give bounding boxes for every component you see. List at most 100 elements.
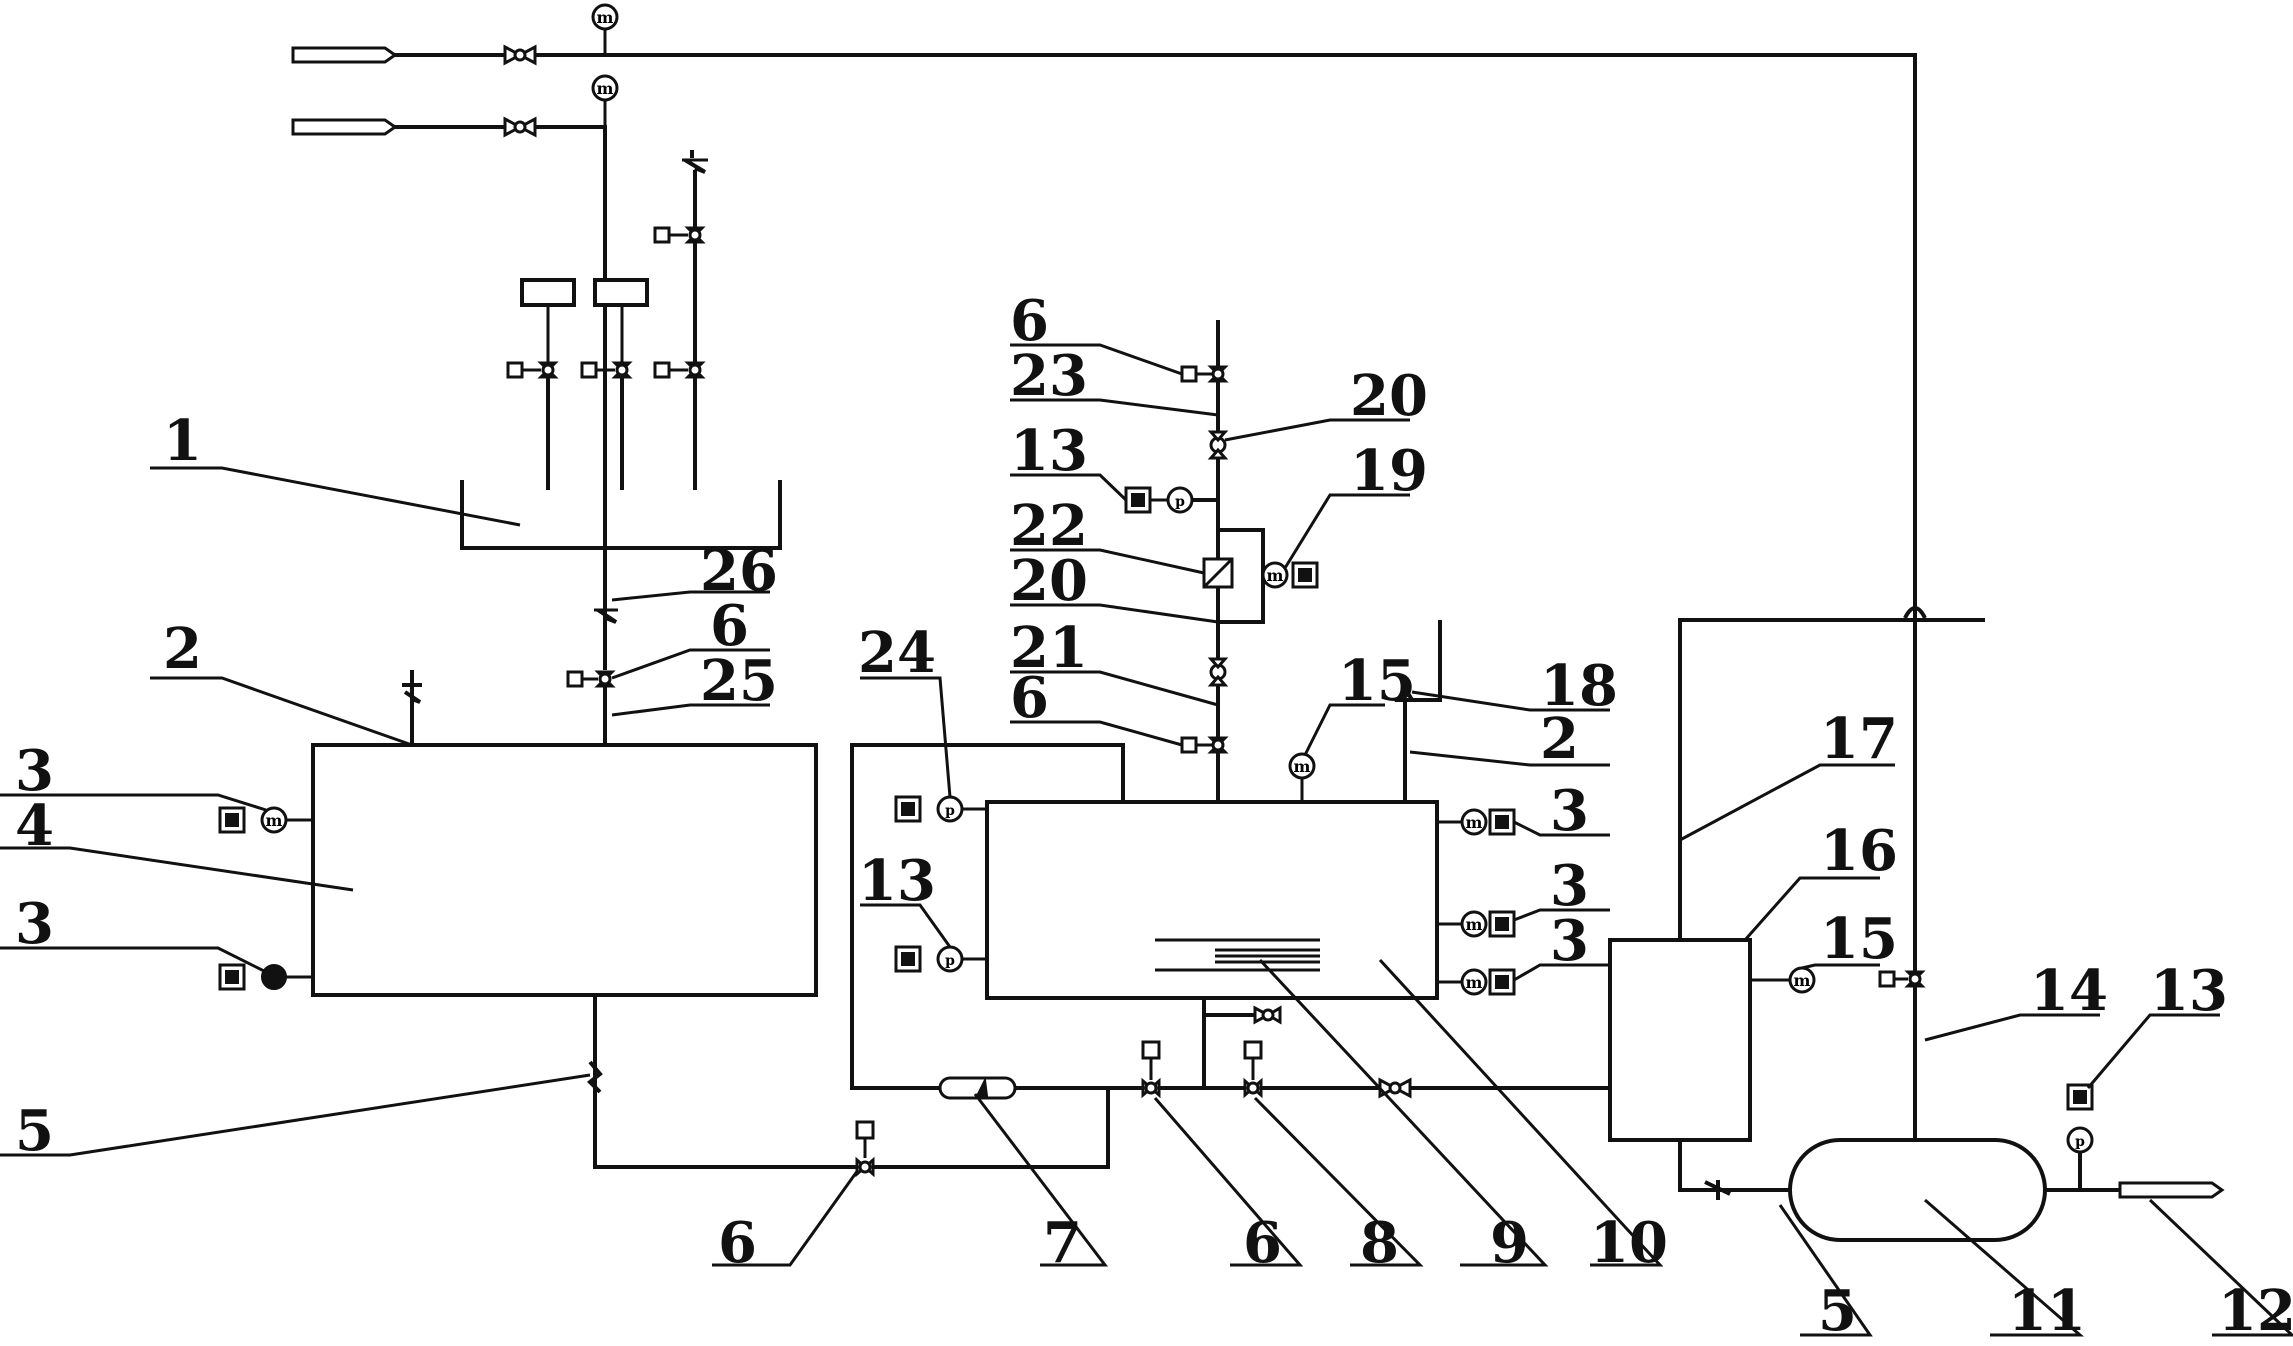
- solenoid-valve-drop-1: [653, 226, 706, 244]
- solenoid-valve-left-2: [580, 361, 633, 379]
- solenoid-valve-6-stack-top: [1180, 365, 1229, 383]
- label-22: 22: [1010, 493, 1088, 559]
- ball-valve-second: [503, 116, 537, 138]
- label-5-right: 5: [1818, 1278, 1857, 1344]
- label-12: 12: [2218, 1278, 2293, 1344]
- inlet-nozzle-second: [291, 118, 398, 136]
- svg-text:m: m: [1267, 566, 1284, 585]
- ball-valve-drain: [1253, 1005, 1282, 1025]
- label-5-left: 5: [15, 1098, 54, 1164]
- pressure-gauge-second: m: [591, 74, 619, 102]
- breather-2-left: [402, 683, 422, 704]
- solenoid-valve-drop-2: [653, 361, 706, 379]
- label-8: 8: [1360, 1210, 1399, 1276]
- ball-valve-line: [1378, 1077, 1412, 1099]
- inlet-nozzles: [291, 46, 2225, 1199]
- heating-coil-9: [1155, 938, 1320, 972]
- label-17: 17: [1820, 706, 1898, 772]
- label-7: 7: [1043, 1210, 1082, 1276]
- label-24: 24: [858, 620, 936, 686]
- leader-lines: [0, 343, 2293, 1337]
- tank-11: [1788, 1138, 2047, 1242]
- label-21: 21: [1010, 615, 1088, 681]
- solenoid-valve-6-mid: [1141, 1040, 1161, 1099]
- label-2-left: 2: [163, 616, 202, 682]
- solenoid-valve-line-14: [1878, 970, 1926, 988]
- temp-sensor-24: p: [894, 795, 987, 823]
- svg-text:m: m: [1466, 915, 1483, 934]
- tank-16: [1608, 938, 1752, 1142]
- flow-sensor-13-right: p: [2066, 1083, 2094, 1154]
- check-valve-5-right: [1704, 1180, 1731, 1200]
- label-19: 19: [1350, 438, 1428, 504]
- label-25: 25: [700, 648, 778, 714]
- flow-sensor-13-stack: p: [1124, 486, 1194, 514]
- label-20-lower: 20: [1010, 548, 1088, 614]
- label-6-stack-bottom: 6: [1010, 665, 1049, 731]
- label-13-stack: 13: [1010, 418, 1088, 484]
- label-3-d: 3: [1550, 853, 1589, 919]
- svg-text:p: p: [945, 803, 955, 819]
- svg-text:m: m: [597, 8, 614, 27]
- pressure-gauge-top: m: [591, 3, 619, 31]
- level-switch-3-r3: m: [1437, 968, 1516, 996]
- label-3-c: 3: [1550, 778, 1589, 844]
- solenoid-valve-6-bottom: [855, 1120, 875, 1178]
- svg-text:m: m: [1466, 813, 1483, 832]
- valve-20-lower: [1207, 657, 1229, 687]
- valve-20-upper: [1207, 430, 1229, 460]
- svg-text:m: m: [597, 79, 614, 98]
- label-18: 18: [1540, 653, 1618, 719]
- safety-valve-18: [1394, 678, 1416, 702]
- actuator-box-right: [593, 278, 649, 307]
- svg-text:m: m: [1466, 973, 1483, 992]
- label-6-upper-left: 6: [710, 593, 749, 659]
- label-16: 16: [1820, 818, 1898, 884]
- label-3-b: 3: [15, 891, 54, 957]
- label-20-upper: 20: [1350, 363, 1428, 429]
- inlet-nozzle-top: [291, 46, 398, 64]
- label-10: 10: [1590, 1210, 1668, 1276]
- actuator-box-left: [520, 278, 576, 307]
- label-1: 1: [163, 408, 202, 474]
- label-13-left: 13: [858, 848, 936, 914]
- svg-text:m: m: [1294, 757, 1311, 776]
- svg-text:m: m: [1794, 971, 1811, 990]
- tank-10: [985, 800, 1439, 1000]
- tank-4: [311, 743, 818, 997]
- label-14: 14: [2030, 958, 2108, 1024]
- check-valve-drop: [683, 150, 707, 174]
- label-6-bottom: 6: [718, 1210, 757, 1276]
- label-4: 4: [15, 793, 54, 859]
- ball-valve-top: [503, 44, 537, 66]
- label-3-e: 3: [1550, 908, 1589, 974]
- solenoid-valve-8: [1243, 1040, 1263, 1099]
- filter-22: [1202, 557, 1234, 589]
- label-3-a: 3: [15, 738, 54, 804]
- level-switch-3-upper: m: [218, 806, 313, 834]
- pressure-gauge-15-tank10: m: [1288, 752, 1316, 780]
- level-switch-3-lower: [218, 963, 313, 991]
- label-26: 26: [700, 538, 778, 604]
- label-6-stack-top: 6: [1010, 288, 1049, 354]
- flow-sensor-13-left: p: [894, 945, 987, 973]
- label-23: 23: [1010, 343, 1088, 409]
- check-valve-26: [596, 598, 618, 624]
- svg-text:p: p: [2075, 1134, 2085, 1150]
- svg-text:p: p: [945, 953, 955, 969]
- level-switch-3-r2: m: [1437, 910, 1516, 938]
- outlet-nozzle-12: [2118, 1181, 2225, 1199]
- transmitter-19: m: [1261, 561, 1319, 589]
- label-11: 11: [2008, 1278, 2086, 1344]
- label-15-tank16: 15: [1820, 906, 1898, 972]
- level-switch-3-r1: m: [1437, 808, 1516, 836]
- solenoid-valve-6-top: [566, 670, 616, 688]
- solenoid-valve-6-stack-bottom: [1180, 736, 1229, 754]
- label-9: 9: [1490, 1210, 1529, 1276]
- label-2-right: 2: [1540, 706, 1579, 772]
- svg-text:m: m: [266, 811, 283, 830]
- pressure-gauge-15-tank16: m: [1788, 966, 1816, 994]
- valves-and-instruments: m m m p m: [218, 3, 2094, 1200]
- label-15-tank10: 15: [1338, 648, 1416, 714]
- solenoid-valve-left-1: [506, 361, 559, 379]
